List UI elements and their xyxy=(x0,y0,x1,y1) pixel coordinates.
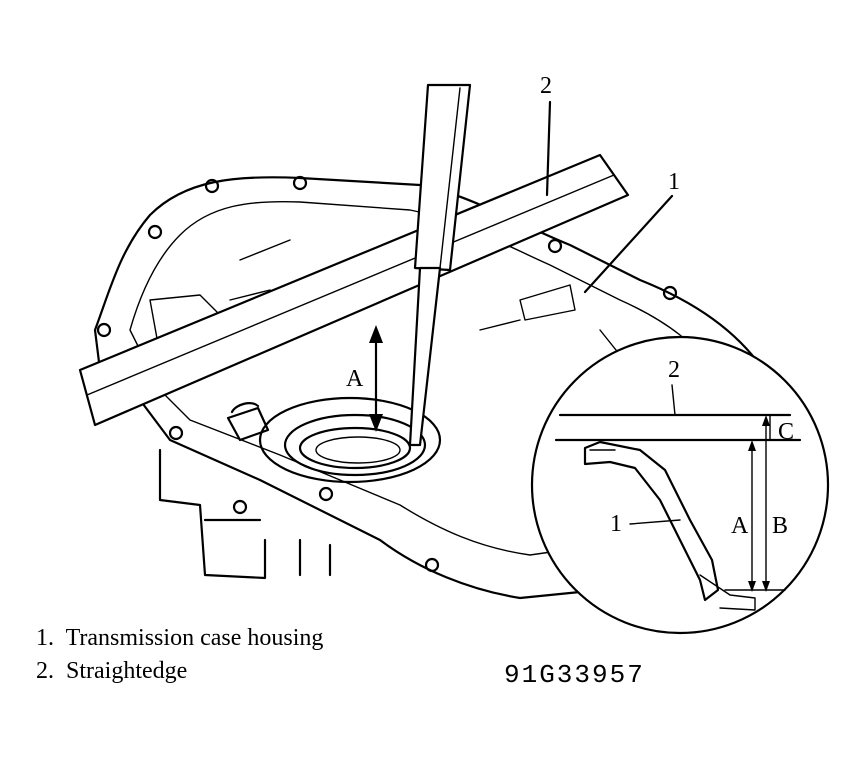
shaft-stub xyxy=(226,402,270,442)
inset-dimension-a-label: A xyxy=(731,513,749,539)
dimension-arrow-a xyxy=(369,325,383,432)
case-flange-inner xyxy=(129,200,731,556)
legend-item-1-number: 1. xyxy=(36,625,54,651)
case-housing-outline xyxy=(93,176,787,600)
callout-2-label: 2 xyxy=(540,73,552,99)
depth-gauge xyxy=(408,83,472,447)
flange-bolt-holes xyxy=(96,175,678,573)
figure-code: 91G33957 xyxy=(504,660,645,690)
callout-2-leader xyxy=(545,100,552,197)
callout-1-leader xyxy=(583,194,674,294)
inset-callout-2-label: 2 xyxy=(668,357,680,383)
callout-1-label: 1 xyxy=(668,169,680,195)
legend-item-1: 1. Transmission case housing xyxy=(36,626,323,650)
inset-case-profile xyxy=(583,440,720,602)
case-lower-body xyxy=(158,448,332,580)
legend-item-2: 2. Straightedge xyxy=(36,659,187,683)
inset-dimension-b-label: B xyxy=(772,513,789,539)
legend-item-2-text: Straightedge xyxy=(66,658,188,684)
legend-item-2-number: 2. xyxy=(36,658,54,684)
inset-dimension-c-label: C xyxy=(778,419,795,445)
legend-item-1-text: Transmission case housing xyxy=(65,625,324,651)
dimension-a-label: A xyxy=(346,366,364,392)
detail-inset xyxy=(530,335,830,635)
bearing-bore xyxy=(258,396,442,484)
inset-callout-1-label: 1 xyxy=(610,511,622,537)
